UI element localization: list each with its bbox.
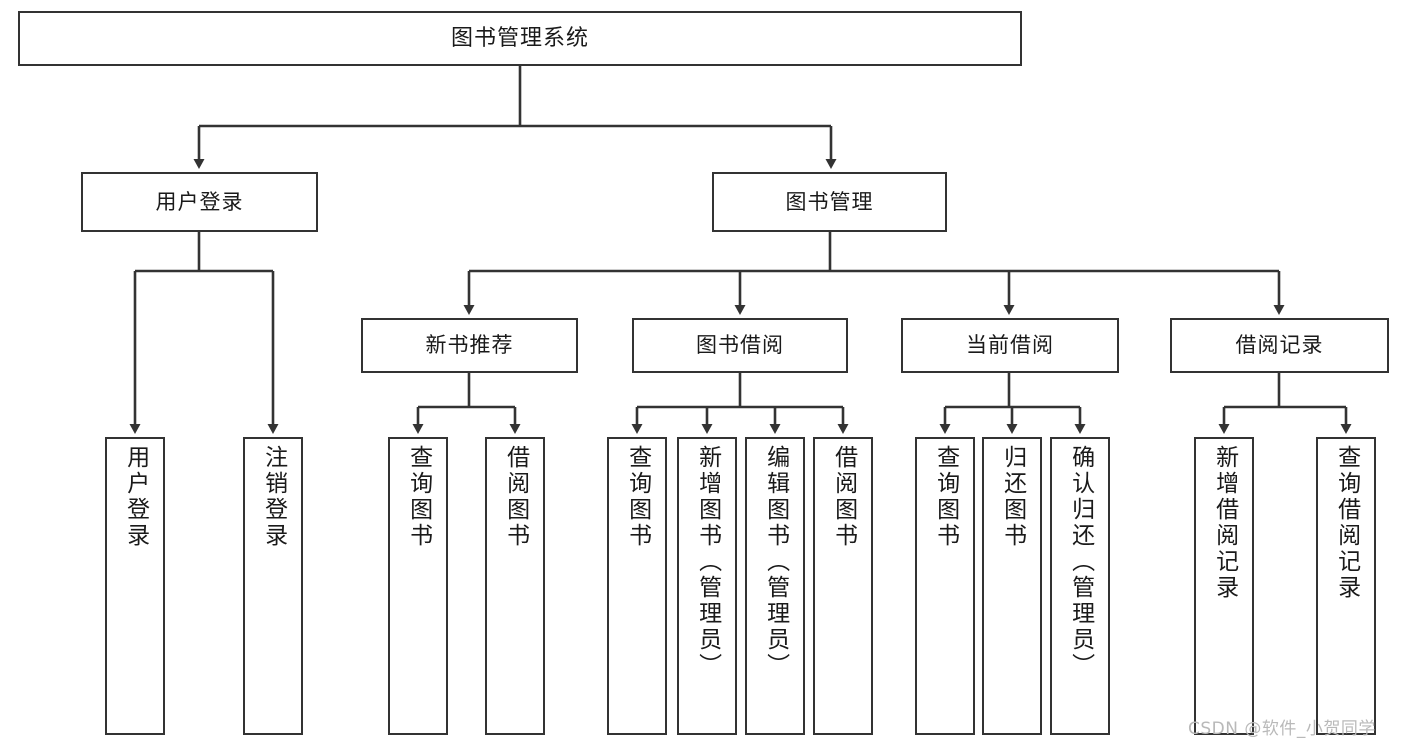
leaf-add-book-admin-label: 新增图书（管理员） <box>694 445 721 679</box>
node-book-borrow[interactable]: 图书借阅 <box>632 318 848 373</box>
leaf-edit-book-admin-label: 编辑图书（管理员） <box>762 445 789 679</box>
leaf-borrow-book[interactable]: 借阅图书 <box>813 437 873 735</box>
node-new-book-recommend[interactable]: 新书推荐 <box>361 318 578 373</box>
leaf-user-login[interactable]: 用户登录 <box>105 437 165 735</box>
leaf-query-borrow-record[interactable]: 查询借阅记录 <box>1316 437 1376 735</box>
node-book-management-label: 图书管理 <box>785 189 874 214</box>
node-user-login[interactable]: 用户登录 <box>81 172 318 232</box>
leaf-query-book-borrow[interactable]: 查询图书 <box>607 437 667 735</box>
node-book-management[interactable]: 图书管理 <box>712 172 947 232</box>
leaf-borrow-book-label: 借阅图书 <box>830 445 857 549</box>
leaf-query-book-current[interactable]: 查询图书 <box>915 437 975 735</box>
leaf-query-book-current-label: 查询图书 <box>932 445 959 549</box>
leaf-query-book-recommend[interactable]: 查询图书 <box>388 437 448 735</box>
node-user-login-label: 用户登录 <box>155 189 244 214</box>
node-root[interactable]: 图书管理系统 <box>18 11 1022 66</box>
leaf-return-book[interactable]: 归还图书 <box>982 437 1042 735</box>
leaf-edit-book-admin[interactable]: 编辑图书（管理员） <box>745 437 805 735</box>
csdn-watermark: CSDN @软件_小贺同学 <box>1188 719 1376 739</box>
leaf-logout[interactable]: 注销登录 <box>243 437 303 735</box>
node-current-borrow[interactable]: 当前借阅 <box>901 318 1119 373</box>
leaf-logout-label: 注销登录 <box>260 445 287 549</box>
node-borrow-records[interactable]: 借阅记录 <box>1170 318 1389 373</box>
node-borrow-records-label: 借阅记录 <box>1235 333 1324 358</box>
node-new-book-recommend-label: 新书推荐 <box>425 333 514 358</box>
leaf-return-book-label: 归还图书 <box>999 445 1026 549</box>
leaf-borrow-book-recommend-label: 借阅图书 <box>502 445 529 549</box>
leaf-query-book-borrow-label: 查询图书 <box>624 445 651 549</box>
node-book-borrow-label: 图书借阅 <box>696 333 784 358</box>
node-root-label: 图书管理系统 <box>450 25 589 51</box>
leaf-user-login-label: 用户登录 <box>122 445 149 549</box>
leaf-confirm-return-admin-label: 确认归还（管理员） <box>1067 445 1094 679</box>
node-current-borrow-label: 当前借阅 <box>966 333 1054 358</box>
leaf-add-borrow-record-label: 新增借阅记录 <box>1211 445 1238 601</box>
leaf-query-book-recommend-label: 查询图书 <box>405 445 432 549</box>
leaf-confirm-return-admin[interactable]: 确认归还（管理员） <box>1050 437 1110 735</box>
leaf-add-book-admin[interactable]: 新增图书（管理员） <box>677 437 737 735</box>
leaf-add-borrow-record[interactable]: 新增借阅记录 <box>1194 437 1254 735</box>
leaf-query-borrow-record-label: 查询借阅记录 <box>1333 445 1360 601</box>
leaf-borrow-book-recommend[interactable]: 借阅图书 <box>485 437 545 735</box>
